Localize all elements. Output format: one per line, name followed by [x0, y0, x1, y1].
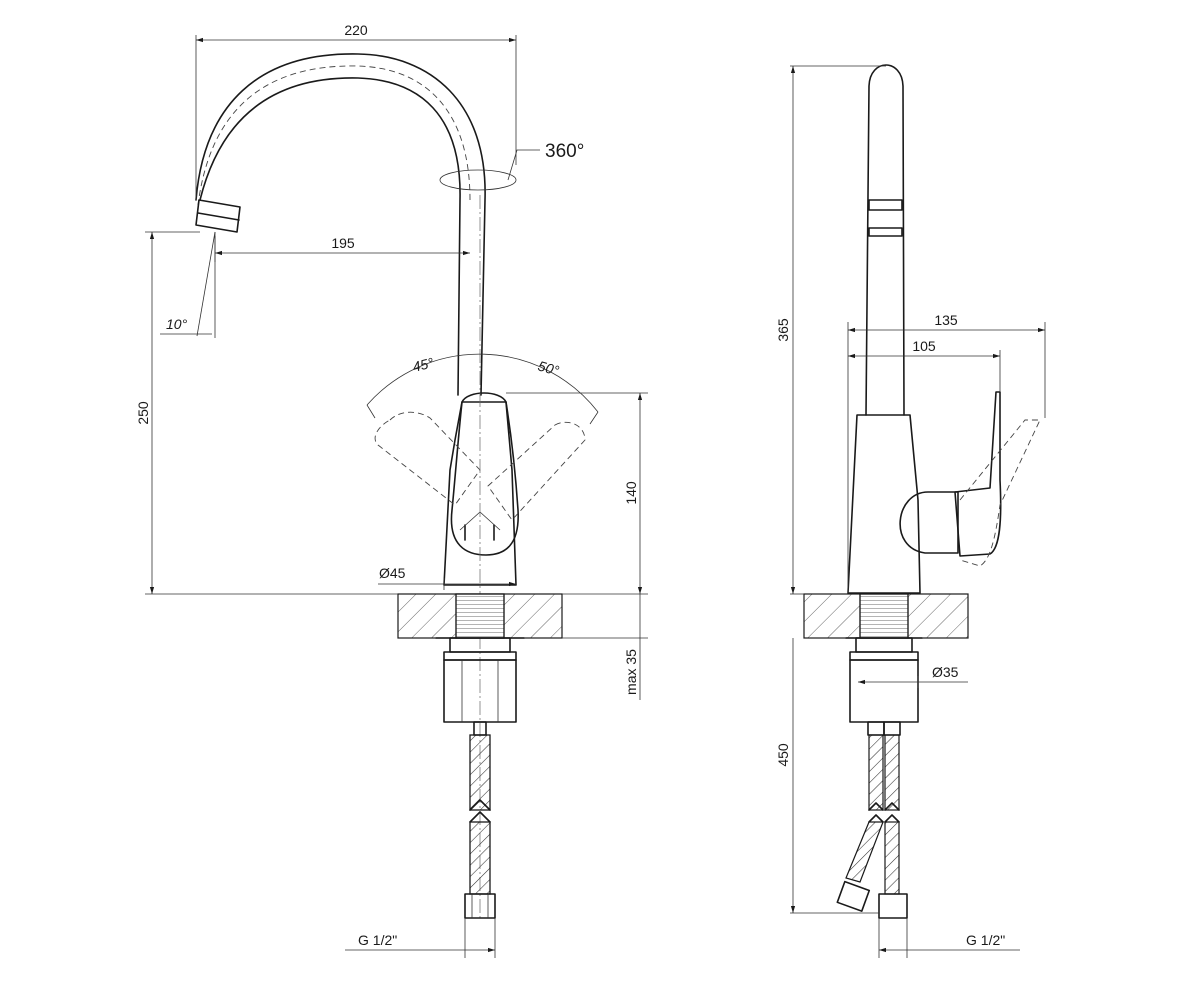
- aerator-line: [197, 212, 240, 221]
- angle-10-label: 10°: [166, 316, 188, 332]
- side-shank-thread: [859, 593, 909, 639]
- dim-450-label: 450: [775, 743, 791, 767]
- side-break-4: [884, 814, 900, 823]
- side-nut-flange: [849, 651, 919, 661]
- dim-250-label: 250: [135, 401, 151, 425]
- spout-inner: [195, 53, 486, 396]
- side-hose-right-lower: [884, 821, 900, 895]
- hose-upper: [469, 734, 491, 811]
- v-mark-right: [479, 511, 501, 531]
- hose-break-bottom: [469, 811, 491, 823]
- side-hose-right-upper: [884, 734, 900, 811]
- side-spout-band: [868, 199, 903, 211]
- v-mark-left: [459, 511, 481, 531]
- side-break-2: [884, 802, 900, 811]
- side-hose-ferrule-right: [883, 721, 901, 736]
- dim-365-label: 365: [775, 318, 791, 342]
- mixer-body: [443, 392, 517, 586]
- side-hose-ferrule-left: [867, 721, 885, 736]
- dim-135-label: 135: [934, 312, 958, 328]
- side-aerator: [868, 227, 903, 237]
- side-break-3: [868, 814, 884, 823]
- side-fixing-nut: [849, 659, 919, 723]
- side-hose-left-upper: [868, 734, 884, 811]
- side-lever-alt: [959, 419, 1041, 567]
- spout-centerline: [197, 65, 471, 206]
- hose-ferrule: [473, 721, 487, 736]
- side-hose-nut-left: [836, 880, 871, 912]
- lever-angle-arc: [366, 353, 599, 413]
- lever-handle: [450, 401, 519, 556]
- dim-220-label: 220: [344, 22, 368, 38]
- arc-tick-left: [366, 404, 376, 419]
- rotation-ellipse: [439, 169, 517, 191]
- lever-pos-left: [374, 411, 481, 506]
- hose-break-top: [469, 799, 491, 811]
- side-cartridge: [899, 491, 959, 554]
- dim-140-label: 140: [623, 481, 639, 505]
- hose-nut: [464, 893, 496, 919]
- lever-pos-right: [487, 421, 586, 521]
- angle-10-tilt: [196, 231, 216, 337]
- side-washer: [855, 637, 913, 653]
- arc-tick-right: [589, 411, 599, 425]
- shank-thread: [455, 593, 505, 639]
- thread-front-label: G 1/2": [358, 932, 397, 948]
- side-lever: [954, 391, 1002, 557]
- side-body: [847, 414, 921, 594]
- dim-45-label: Ø45: [379, 565, 406, 581]
- dim-105-label: 105: [912, 338, 936, 354]
- dim-195-label: 195: [331, 235, 355, 251]
- side-break-1: [868, 802, 884, 811]
- angle-50-label: 50°: [536, 358, 561, 379]
- side-hose-nut-right: [878, 893, 908, 919]
- aerator: [195, 199, 241, 233]
- side-spout: [865, 64, 905, 416]
- front-view: 360°: [135, 22, 648, 958]
- dim-max35-label: max 35: [623, 649, 639, 695]
- dim-35-label: Ø35: [932, 664, 959, 680]
- side-view: 365 135 105 Ø35 450 G 1/2": [775, 64, 1046, 958]
- angle-45-label: 45°: [411, 354, 436, 375]
- hose-lower: [469, 821, 491, 895]
- rotation-360-label: 360°: [545, 141, 584, 162]
- side-hose-left-lower: [845, 821, 884, 883]
- rotation-leader: [507, 149, 540, 181]
- thread-side-label: G 1/2": [966, 932, 1005, 948]
- spout-outer: [199, 77, 461, 396]
